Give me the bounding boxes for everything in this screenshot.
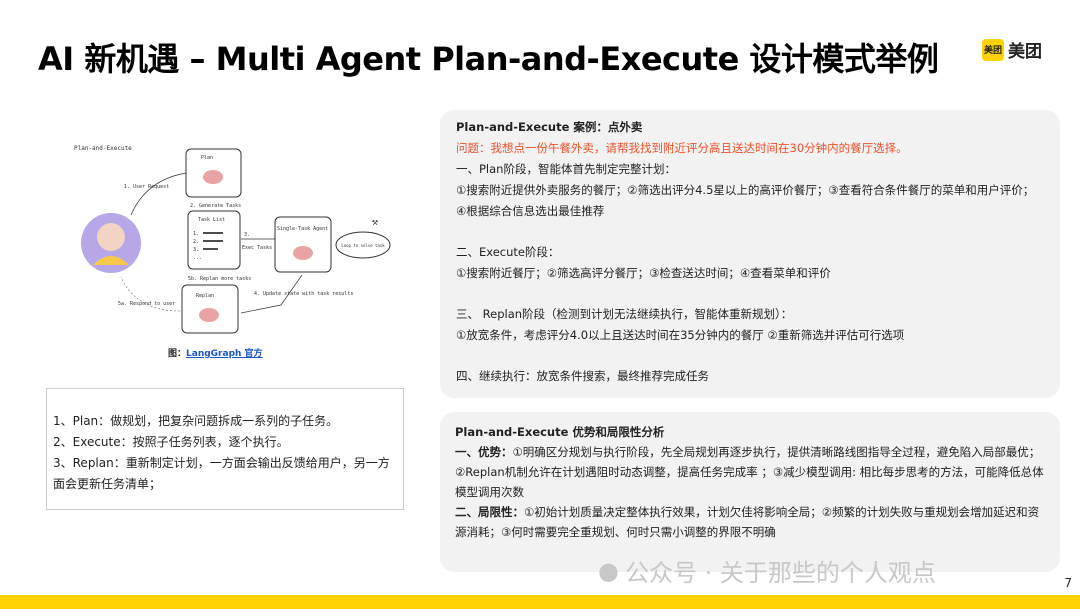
step-item: 1、Plan：做规划，把复杂问题拆成一系列的子任务。: [53, 414, 339, 428]
advantages-text: ①明确区分规划与执行阶段，先全局规划再逐步执行，提供清晰路线图指导全过程，避免陷…: [455, 445, 1044, 499]
brain-icon: [203, 170, 223, 184]
case-question: 问题：我想点一份午餐外卖，请帮我找到附近评分高且送达时间在30分钟内的餐厅选择。: [456, 141, 908, 155]
respond-label: 5a. Respond to user: [118, 301, 175, 307]
analysis-title: Plan-and-Execute 优势和局限性分析: [455, 425, 665, 439]
logo-icon: 美团: [982, 38, 1004, 61]
task-item: 3.: [193, 247, 199, 253]
steps-box: 1、Plan：做规划，把复杂问题拆成一系列的子任务。 2、Execute：按照子…: [46, 388, 404, 510]
generate-label: 2. Generate Tasks: [190, 203, 241, 209]
loop-label: Loop to solve task: [341, 243, 385, 248]
advantages-label: 一、优势：: [455, 445, 513, 459]
replan-label: Replan: [196, 293, 214, 299]
tools-icon: ⚒: [372, 217, 378, 228]
caption-prefix: 图：: [168, 349, 187, 359]
exec-arrow-label: 3.: [244, 232, 250, 238]
case-title: Plan-and-Execute 案例：点外卖: [456, 120, 643, 134]
task-list-box: [187, 210, 241, 270]
exec-label: Exec Tasks: [242, 245, 272, 251]
langgraph-link[interactable]: LangGraph 官方: [186, 349, 263, 359]
task-item: ...: [193, 255, 202, 261]
step-item: 2、Execute：按照子任务列表，逐个执行。: [53, 435, 289, 449]
step-item: 3、Replan：重新制定计划，一方面会输出反馈给用户，另一方面会更新任务清单；: [53, 456, 390, 491]
watermark-text: 公众号 · 关于那些的个人观点: [624, 559, 936, 587]
task-item: 1.: [193, 231, 199, 237]
replan-stage: 三、 Replan阶段（检测到计划无法继续执行，智能体重新规划）：: [456, 307, 793, 321]
plan-label: Plan: [201, 155, 213, 161]
watermark: ●公众号 · 关于那些的个人观点: [598, 553, 936, 588]
diagram-heading: Plan-and-Execute: [74, 145, 132, 152]
slide-title: AI 新机遇 – Multi Agent Plan-and-Execute 设计…: [38, 40, 939, 78]
analysis-card: Plan-and-Execute 优势和局限性分析 一、优势：①明确区分规划与执…: [440, 412, 1060, 572]
continue-stage: 四、继续执行：放宽条件搜索，最终推荐完成任务: [456, 369, 709, 383]
limitations-text: ①初始计划质量决定整体执行效果，计划欠佳将影响全局；②频繁的计划失败与重规划会增…: [455, 505, 1040, 539]
agent-box: [274, 216, 332, 273]
update-label: 4. Update state with task results: [254, 291, 353, 297]
logo-text: 美团: [1008, 42, 1042, 62]
brain-icon: [293, 246, 313, 260]
plan-stage: 一、Plan阶段，智能体首先制定完整计划：: [456, 162, 676, 176]
page-number: 7: [1064, 576, 1072, 590]
replan-stage-detail: ①放宽条件，考虑评分4.0以上且送达时间在35分钟内的餐厅 ②重新筛选并评估可行…: [456, 328, 905, 342]
task-list-label: Task List: [198, 217, 225, 223]
limitations-label: 二、局限性：: [455, 505, 524, 519]
execute-stage: 二、Execute阶段：: [456, 245, 560, 259]
plan-stage-detail: ①搜索附近提供外卖服务的餐厅；②筛选出评分4.5星以上的高评价餐厅；③查看符合条…: [456, 183, 1035, 218]
limitations: 二、局限性：①初始计划质量决定整体执行效果，计划欠佳将影响全局；②频繁的计划失败…: [455, 502, 1044, 542]
agent-label: Single-Task Agent: [277, 226, 328, 232]
execute-stage-detail: ①搜索附近餐厅；②筛选高评分餐厅；③检查送达时间；④查看菜单和评价: [456, 266, 831, 280]
wechat-icon: ●: [598, 556, 619, 585]
figure-caption: 图：LangGraph 官方: [168, 346, 263, 359]
task-item: 2.: [193, 239, 199, 245]
brain-icon: [199, 308, 219, 322]
case-card: Plan-and-Execute 案例：点外卖 问题：我想点一份午餐外卖，请帮我…: [440, 110, 1060, 398]
plan-execute-diagram: Plan-and-Execute Plan 1. User Request 2.…: [74, 145, 391, 334]
advantages: 一、优势：①明确区分规划与执行阶段，先全局规划再逐步执行，提供清晰路线图指导全过…: [455, 442, 1044, 502]
replan-more-label: 5b. Replan more tasks: [188, 276, 251, 282]
meituan-logo: 美团 美团: [982, 37, 1042, 62]
user-request-label: 1. User Request: [124, 184, 169, 190]
footer-bar: [0, 595, 1080, 609]
